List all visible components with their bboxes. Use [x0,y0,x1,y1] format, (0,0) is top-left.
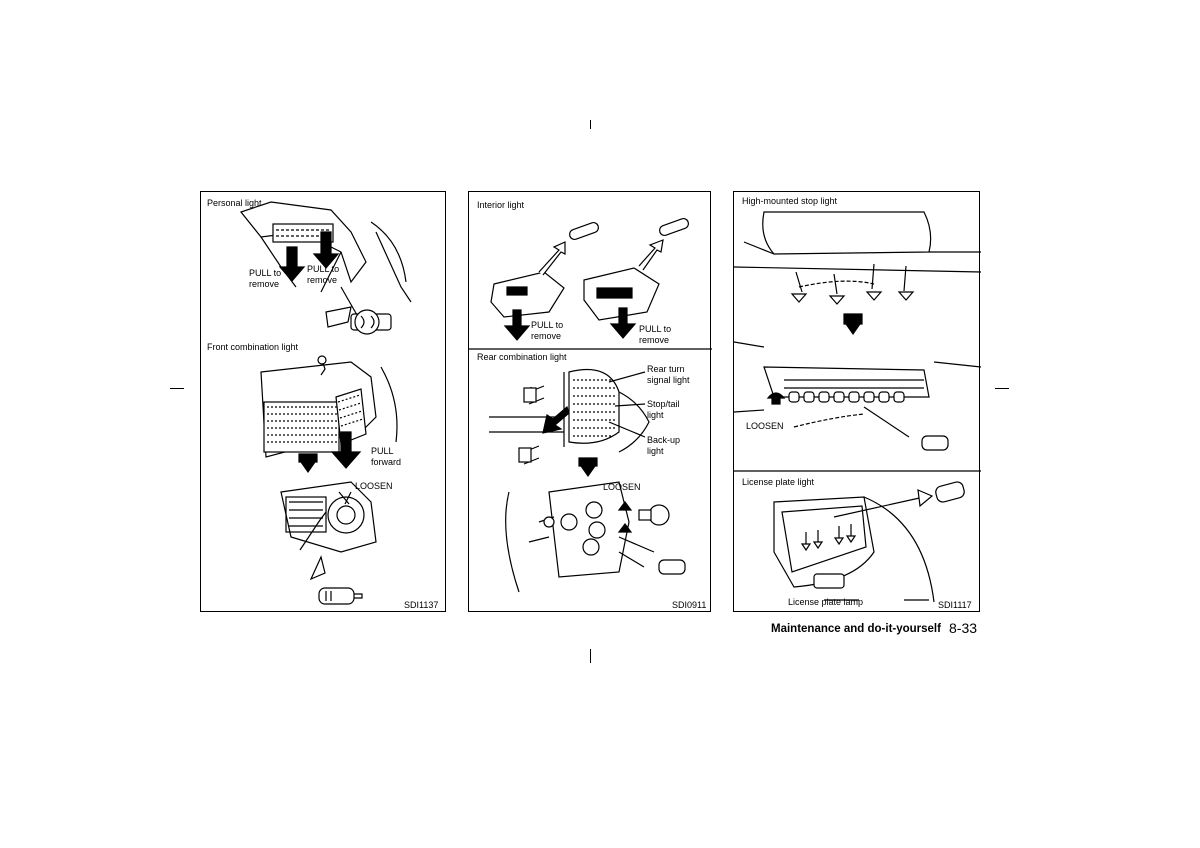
pull-to-remove-label-1: PULL to remove [249,268,282,289]
license-plate-light-label: License plate light [742,477,815,487]
page-number: 8-33 [949,620,978,636]
high-mounted-stop-light-label: High-mounted stop light [742,196,838,206]
crop-mark-bottom [590,649,592,663]
section-title: Maintenance and do-it-yourself [771,623,941,635]
personal-and-front-light-illustration [239,201,412,605]
crop-mark-top [590,120,592,129]
rear-combination-light-label: Rear combination light [477,352,567,362]
pull-forward-label: PULL forward [371,446,402,467]
left-illustration-panel: Personal light PULL to remove PULL to re… [200,191,446,612]
pull-to-remove-interior-label-1: PULL to remove [531,320,564,341]
interior-light-label: Interior light [477,200,525,210]
middle-illustration-panel: Interior light PULL to remove PULL to re… [468,191,712,612]
loosen-label-middle: LOOSEN [603,482,641,492]
stop-tail-light-label: Stop/tail light [647,399,680,420]
figure-code-middle: SDI0911 [672,600,707,610]
pull-to-remove-label-2: PULL to remove [307,264,340,285]
pull-to-remove-interior-label-2: PULL to remove [639,324,672,345]
crop-mark-left [170,388,184,390]
crop-mark-right [995,388,1009,390]
front-combination-light-label: Front combination light [207,342,299,352]
rear-turn-signal-light-label: Rear turn signal light [647,364,690,385]
back-up-light-label: Back-up light [647,435,681,456]
figure-code-right: SDI1117 [938,600,972,610]
license-plate-lamp-label: License plate lamp [788,597,864,607]
figure-code-left: SDI1137 [404,600,439,610]
interior-and-rear-light-illustration [469,217,712,593]
stop-and-license-light-illustration [734,211,981,603]
right-illustration-panel: High-mounted stop light LOOSEN License p… [733,191,981,612]
loosen-label-right: LOOSEN [746,421,784,431]
loosen-label-left: LOOSEN [355,481,393,491]
personal-light-label: Personal light [207,198,262,208]
